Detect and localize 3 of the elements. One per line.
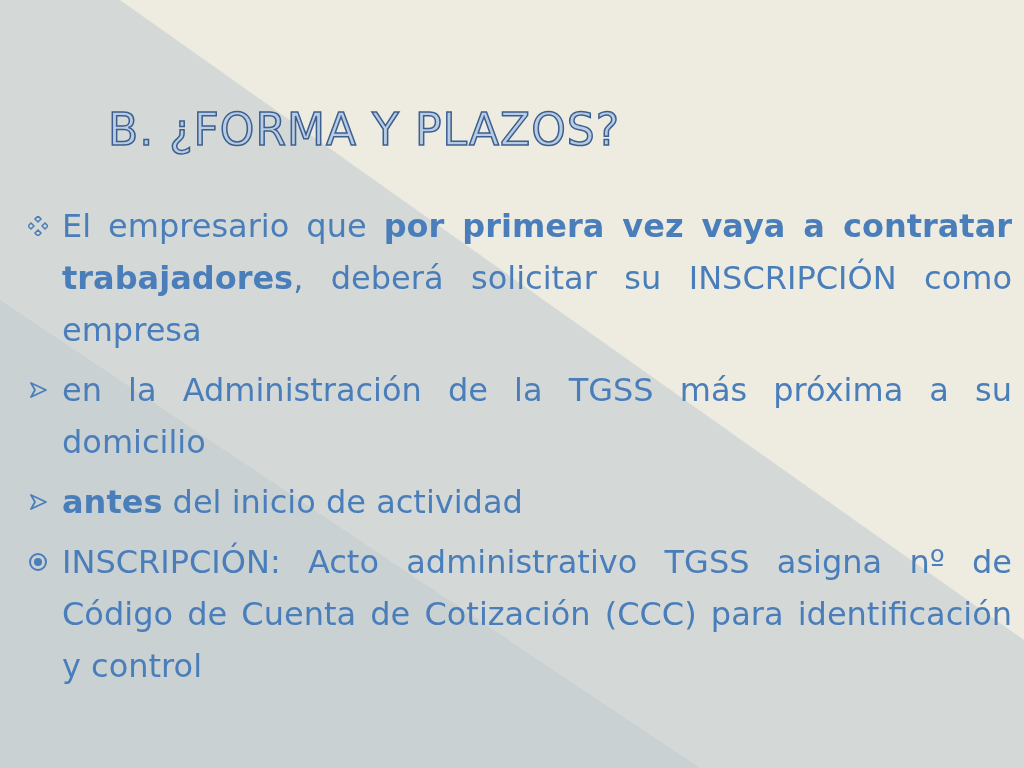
slide-title: B. ¿FORMA Y PLAZOS?: [108, 104, 621, 155]
bullet-text: INSCRIPCIÓN: Acto administrativo TGSS asigna nº de Código de Cuenta de Cotización (CCC) para identificación y control: [62, 541, 1012, 687]
bullet-text: antes del inicio de actividad: [62, 482, 524, 523]
